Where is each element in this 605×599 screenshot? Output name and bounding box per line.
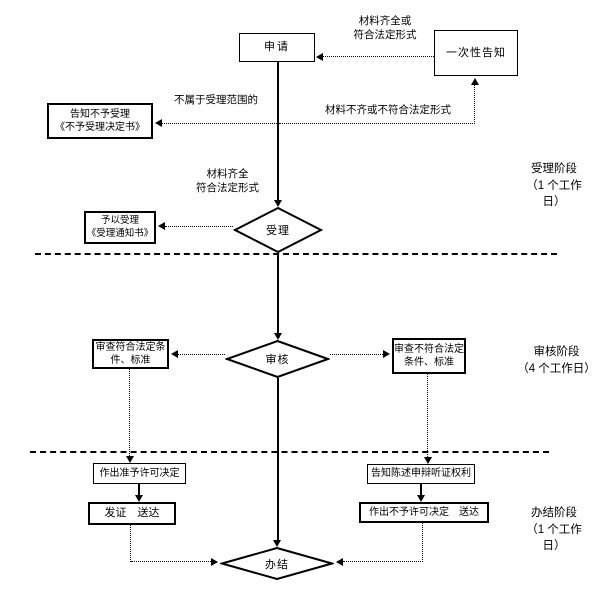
diamond-shape-review bbox=[225, 340, 330, 378]
diamond-shape-close bbox=[220, 547, 334, 580]
arrow-deny-to-close-head bbox=[336, 558, 343, 566]
arrow-to-notice-head bbox=[471, 78, 479, 85]
separator-review-completion bbox=[30, 451, 549, 453]
stage-label-completion-line2: （1 个工作 bbox=[526, 523, 582, 536]
edge-label-complete-or-legal: 材料齐全或 符合法定形式 bbox=[333, 15, 437, 42]
arrow-notice-to-apply-head bbox=[316, 53, 323, 61]
edge-label-not-in-scope: 不属于受理范围的 bbox=[174, 94, 258, 106]
decision-node-close: 办结 bbox=[220, 547, 334, 580]
edge-label-complete-legal: 材料齐全 符合法定形式 bbox=[180, 168, 275, 195]
arrow-to-notice-horizontal bbox=[279, 123, 475, 124]
arrow-fail-to-hearing-head bbox=[424, 457, 432, 464]
stage-label-completion: 办结阶段 （1 个工作 日） bbox=[512, 505, 596, 555]
stage-label-completion-line3: 日） bbox=[542, 540, 566, 553]
decision-node-accept: 受理 bbox=[233, 207, 323, 253]
stage-label-acceptance-line1: 受理阶段 bbox=[531, 163, 577, 175]
arrow-notice-to-apply-line bbox=[323, 56, 434, 57]
flow-node-issue-deliver: 发证 送达 bbox=[88, 502, 176, 525]
flow-node-issue-deliver-label: 发证 送达 bbox=[104, 507, 160, 520]
stage-label-review-line2: （4 个工作日） bbox=[517, 362, 596, 375]
arrow-pass-to-grant-head bbox=[126, 456, 134, 463]
stage-label-review-line1: 审核阶段 bbox=[533, 346, 580, 358]
flow-node-review-fail-line2: 条件、标准 bbox=[404, 357, 454, 368]
decision-node-review-label: 审核 bbox=[265, 354, 290, 366]
flow-node-reject-notice-line1: 告知不予受理 bbox=[70, 108, 130, 120]
edge-label-complete-or-legal-line2: 符合法定形式 bbox=[353, 28, 417, 41]
arrow-issue-to-close-vertical bbox=[130, 525, 131, 562]
arrow-accept-to-notice-head bbox=[158, 222, 165, 230]
arrow-review-to-close-line bbox=[277, 378, 279, 542]
flow-node-grant-decision-label: 作出准予许可决定 bbox=[99, 467, 180, 479]
arrow-to-notice-vertical bbox=[474, 85, 475, 124]
edge-label-complete-legal-line1: 材料齐全 bbox=[206, 168, 249, 180]
arrow-pass-to-grant-line bbox=[129, 369, 130, 456]
edge-label-complete-legal-line2: 符合法定形式 bbox=[196, 181, 259, 194]
diamond-shape-accept bbox=[233, 207, 323, 253]
arrow-to-reject-notice-line bbox=[162, 123, 277, 124]
flow-node-accept-notice: 予以受理 《受理通知书》 bbox=[84, 211, 156, 244]
flow-node-review-pass: 审查符合法定条 件、标准 bbox=[92, 339, 169, 369]
flow-node-deny-deliver-label: 作出不予许可决定 送达 bbox=[369, 506, 479, 518]
stage-label-completion-line1: 办结阶段 bbox=[531, 507, 577, 519]
arrow-apply-to-accept-line bbox=[277, 62, 279, 202]
flow-node-reject-notice: 告知不予受理 《不予受理决定书》 bbox=[47, 103, 153, 139]
arrow-apply-to-accept-head bbox=[274, 200, 282, 207]
flow-node-reject-notice-line2: 《不予受理决定书》 bbox=[55, 122, 145, 133]
flow-node-accept-notice-line1: 予以受理 bbox=[100, 214, 139, 226]
arrow-hearing-to-deny-line bbox=[420, 484, 422, 496]
arrow-hearing-to-deny-head bbox=[417, 495, 425, 502]
flow-node-review-pass-line2: 件、标准 bbox=[110, 355, 151, 366]
flow-node-hearing-rights-label: 告知陈述申辩听证权利 bbox=[371, 468, 471, 480]
edge-label-incomplete-or-illegal: 材料不齐或不符合法定形式 bbox=[325, 104, 451, 116]
separator-acceptance-review bbox=[35, 253, 557, 255]
edge-label-complete-or-legal-line1: 材料齐全或 bbox=[358, 15, 412, 27]
arrow-accept-to-notice-line bbox=[165, 226, 233, 227]
flow-node-review-fail: 审查不符合法定 条件、标准 bbox=[392, 338, 466, 374]
flow-node-accept-notice-line2: 《受理通知书》 bbox=[86, 227, 154, 239]
flow-node-grant-decision: 作出准予许可决定 bbox=[93, 463, 186, 484]
arrow-review-to-close-head bbox=[273, 540, 281, 547]
arrow-to-reject-notice-head bbox=[155, 119, 162, 127]
arrow-deny-to-close-vertical bbox=[422, 523, 423, 562]
arrow-grant-to-issue-head bbox=[135, 495, 143, 502]
arrow-review-to-pass-line bbox=[178, 354, 225, 355]
arrow-issue-to-close-horizontal bbox=[131, 561, 211, 562]
stage-label-acceptance: 受理阶段 （1 个工作 日） bbox=[510, 161, 598, 211]
stage-label-acceptance-line3: 日） bbox=[542, 196, 566, 209]
decision-node-review: 审核 bbox=[225, 340, 330, 378]
arrow-accept-to-review-head bbox=[274, 333, 282, 340]
decision-node-accept-label: 受理 bbox=[266, 225, 290, 237]
arrow-accept-to-review-line bbox=[277, 253, 279, 335]
arrow-fail-to-hearing-line bbox=[427, 374, 428, 457]
arrow-review-to-fail-line bbox=[330, 354, 383, 355]
decision-node-close-label: 办结 bbox=[265, 558, 289, 571]
stage-label-review: 审核阶段 （4 个工作日） bbox=[508, 344, 605, 377]
arrow-review-to-fail-head bbox=[383, 350, 390, 358]
arrow-issue-to-close-head bbox=[211, 558, 218, 566]
arrow-deny-to-close-horizontal bbox=[343, 561, 423, 562]
flow-node-review-pass-line1: 审查符合法定条 bbox=[95, 341, 166, 353]
flow-node-one-time-notice-label: 一次性告知 bbox=[446, 46, 506, 59]
flow-node-one-time-notice: 一次性告知 bbox=[434, 30, 518, 76]
stage-label-acceptance-line2: （1 个工作 bbox=[526, 179, 582, 192]
arrow-grant-to-issue-line bbox=[138, 484, 140, 496]
flow-node-review-fail-line1: 审查不符合法定 bbox=[394, 343, 464, 355]
flow-node-apply: 申请 bbox=[239, 33, 315, 62]
flow-node-deny-deliver: 作出不予许可决定 送达 bbox=[359, 502, 489, 523]
flow-node-apply-label: 申请 bbox=[264, 41, 290, 54]
arrow-review-to-pass-head bbox=[171, 350, 178, 358]
flow-node-hearing-rights: 告知陈述申辩听证权利 bbox=[367, 464, 475, 484]
